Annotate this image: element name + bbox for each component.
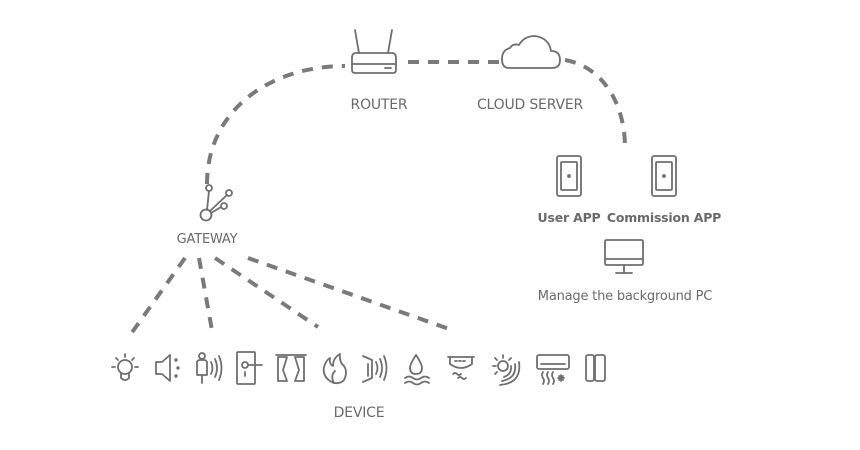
door-lock-icon: [236, 351, 263, 385]
cloud-server-label: CLOUD SERVER: [476, 97, 584, 113]
door-sensor-icon: [362, 355, 388, 383]
window-contact-icon: [585, 354, 606, 382]
smoke-fire-sensor-icon: [322, 353, 347, 385]
monitor-icon: [604, 239, 644, 274]
gateway-label: GATEWAY: [176, 232, 238, 247]
air-conditioner-icon: [536, 354, 570, 385]
commission-app-phone-icon: [651, 155, 677, 197]
connection-gateway-device-1: [126, 256, 187, 340]
device-label: DEVICE: [333, 405, 385, 421]
user-app-label: User APP: [537, 210, 601, 225]
heater-icon: [447, 356, 475, 380]
pc-label: Manage the background PC: [537, 289, 713, 304]
connection-cloud-apps: [564, 58, 627, 149]
router-icon: [351, 29, 397, 74]
user-app-phone-icon: [556, 155, 582, 197]
water-leak-sensor-icon: [404, 354, 430, 386]
commission-app-label: Commission APP: [606, 210, 722, 225]
curtain-icon: [275, 354, 307, 382]
light-sensor-icon: [492, 354, 521, 386]
light-bulb-icon: [111, 353, 139, 381]
router-label: ROUTER: [350, 97, 408, 113]
connection-gateway-device-2: [197, 257, 215, 337]
connection-gateway-router: [205, 64, 346, 185]
gateway-hub-icon: [199, 184, 233, 222]
speaker-icon: [155, 354, 180, 382]
connection-gateway-device-3: [213, 256, 320, 329]
connection-gateway-device-4: [247, 256, 453, 332]
presence-sensor-icon: [196, 352, 223, 384]
cloud-icon: [501, 35, 561, 69]
